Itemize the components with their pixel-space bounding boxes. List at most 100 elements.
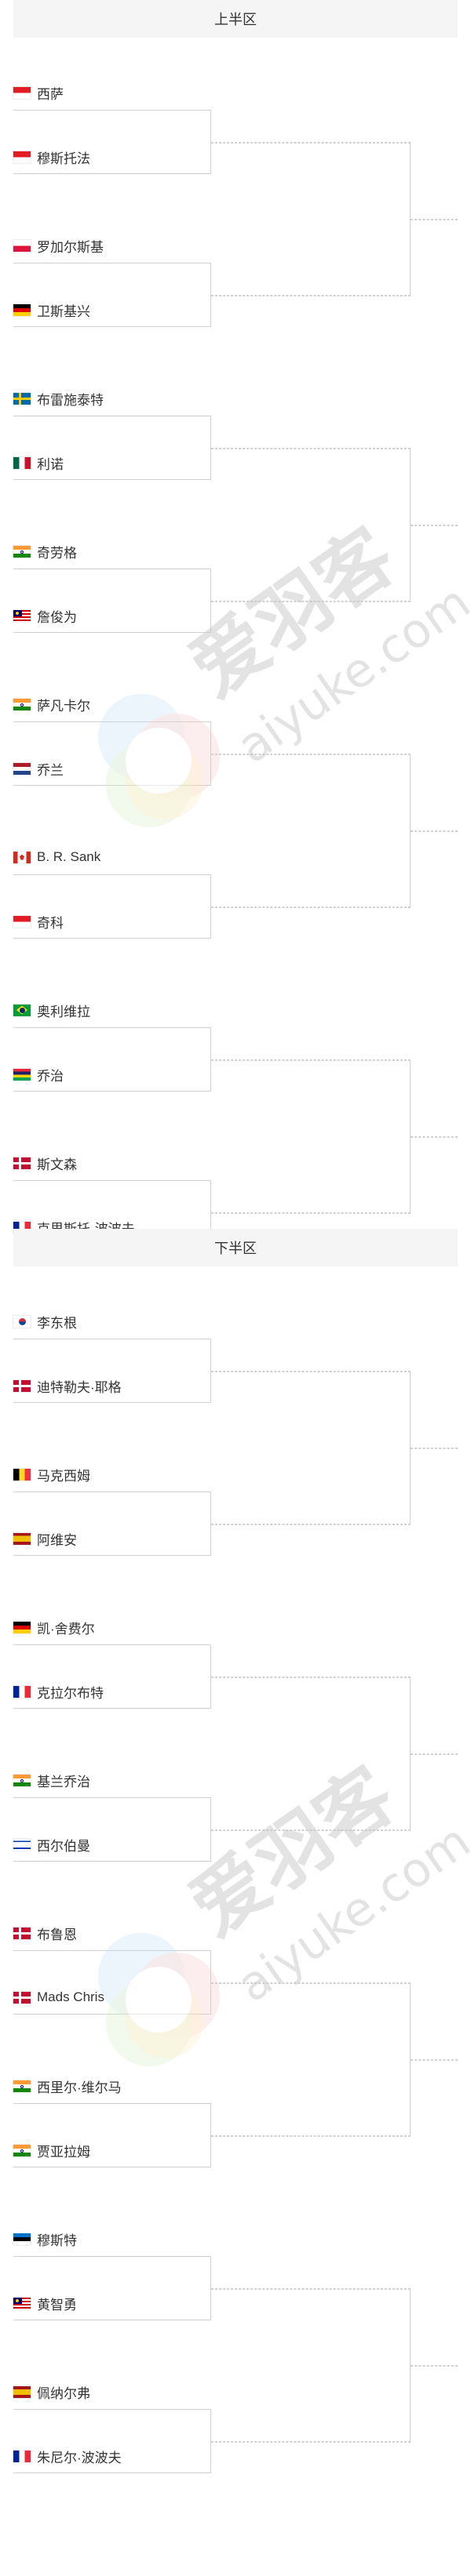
canada-flag [13, 851, 31, 863]
player-entry[interactable]: 布雷施泰特 [13, 387, 104, 410]
advance-line [411, 524, 458, 526]
india-flag [13, 1774, 31, 1786]
player-entry[interactable]: 贾亚拉姆 [13, 2138, 90, 2162]
israel-flag [13, 1838, 31, 1851]
advance-line [211, 448, 411, 449]
match-connector [13, 1491, 211, 1556]
advance-line [411, 2058, 458, 2061]
germany-flag [13, 1621, 31, 1633]
denmark-flag [13, 1379, 31, 1392]
player-entry[interactable]: 马克西姆 [13, 1462, 90, 1486]
player-entry[interactable]: 卫斯基兴 [13, 298, 90, 322]
section-header: 下半区 [13, 1229, 458, 1266]
player-entry[interactable]: 朱尼尔·波波夫 [13, 2444, 122, 2468]
india-flag [13, 545, 31, 558]
round-connector [211, 1059, 411, 1212]
advance-line [211, 2288, 411, 2290]
netherlands-flag [13, 762, 31, 775]
match-connector [13, 721, 211, 786]
advance-line [211, 1059, 411, 1061]
malaysia-flag [13, 2297, 31, 2309]
player-name: 克拉尔布特 [37, 1685, 104, 1701]
player-name: 西尔伯曼 [37, 1838, 90, 1854]
player-entry[interactable]: 克拉尔布特 [13, 1680, 104, 1703]
player-name: 贾亚拉姆 [37, 2144, 90, 2160]
player-name: 西里尔·维尔马 [37, 2080, 122, 2095]
player-entry[interactable]: Mads Chris [13, 1986, 104, 2009]
advance-line [411, 1135, 458, 1138]
player-name: 卫斯基兴 [37, 303, 90, 319]
player-name: 西萨 [37, 86, 64, 102]
match-connector [13, 1339, 211, 1403]
advance-line [211, 1371, 411, 1372]
round-connector [211, 1371, 411, 1524]
player-entry[interactable]: 斯文森 [13, 1151, 77, 1175]
player-entry[interactable]: 西里尔·维尔马 [13, 2074, 122, 2098]
estonia-flag [13, 2233, 31, 2245]
player-name: 斯文森 [37, 1157, 77, 1172]
india-flag [13, 698, 31, 710]
player-name: 詹俊为 [37, 609, 77, 625]
match-connector [13, 263, 211, 327]
match-connector [13, 1027, 211, 1092]
player-entry[interactable]: 西尔伯曼 [13, 1833, 90, 1856]
player-entry[interactable]: 布鲁恩 [13, 1921, 77, 1945]
player-entry[interactable]: 阿维安 [13, 1527, 77, 1550]
player-entry[interactable]: 穆斯特 [13, 2227, 77, 2251]
advance-line [211, 754, 411, 755]
player-name: 穆斯特 [37, 2233, 77, 2248]
player-entry[interactable]: 詹俊为 [13, 604, 77, 627]
player-entry[interactable]: 奇劳格 [13, 540, 77, 563]
advance-line [211, 1982, 411, 1984]
brazil-flag [13, 1004, 31, 1016]
player-entry[interactable]: 乔治 [13, 1063, 64, 1086]
player-entry[interactable]: 基兰乔治 [13, 1768, 90, 1792]
player-name: 萨凡卡尔 [37, 698, 90, 714]
player-entry[interactable]: 佩纳尔弗 [13, 2380, 90, 2403]
player-name: B. R. Sank [37, 849, 101, 864]
player-name: 李东根 [37, 1315, 77, 1331]
advance-line [411, 1447, 458, 1449]
player-name: 凯·舍费尔 [37, 1621, 95, 1637]
player-entry[interactable]: 穆斯托法 [13, 145, 90, 169]
player-entry[interactable]: 西萨 [13, 81, 64, 104]
denmark-flag [13, 1927, 31, 1939]
indonesia-flag [13, 151, 31, 163]
india-flag [13, 2080, 31, 2092]
advance-line [211, 2441, 411, 2443]
player-entry[interactable]: 乔兰 [13, 757, 64, 780]
match-connector [13, 110, 211, 174]
player-entry[interactable]: 萨凡卡尔 [13, 692, 90, 716]
advance-line [211, 2135, 411, 2137]
player-name: 朱尼尔·波波夫 [37, 2450, 122, 2465]
advance-line [211, 142, 411, 144]
player-name: 基兰乔治 [37, 1774, 90, 1789]
match-connector [13, 416, 211, 480]
player-entry[interactable]: 凯·舍费尔 [13, 1615, 95, 1639]
denmark-flag [13, 1991, 31, 2004]
india-flag [13, 2144, 31, 2156]
match-connector [13, 1644, 211, 1709]
advance-line [211, 1212, 411, 1214]
player-entry[interactable]: 李东根 [13, 1310, 77, 1333]
player-name: 乔治 [37, 1068, 64, 1084]
round-connector [211, 754, 411, 907]
poland-flag [13, 239, 31, 252]
indonesia-flag [13, 86, 31, 99]
player-entry[interactable]: 奥利维拉 [13, 998, 90, 1022]
match-connector [13, 2409, 211, 2473]
player-name: 迪特勒夫·耶格 [37, 1379, 122, 1395]
player-entry[interactable]: B. R. Sank [13, 845, 100, 869]
mauritius-flag [13, 1068, 31, 1081]
player-entry[interactable]: 黄智勇 [13, 2291, 77, 2315]
player-entry[interactable]: 利诺 [13, 451, 64, 474]
player-name: 奇劳格 [37, 545, 77, 561]
player-name: 乔兰 [37, 762, 64, 778]
advance-line [411, 2364, 458, 2367]
player-entry[interactable]: 迪特勒夫·耶格 [13, 1374, 122, 1397]
round-connector [211, 1677, 411, 1829]
belgium-flag [13, 1468, 31, 1481]
player-entry[interactable]: 罗加尔斯基 [13, 234, 104, 257]
player-entry[interactable]: 奇科 [13, 910, 64, 933]
